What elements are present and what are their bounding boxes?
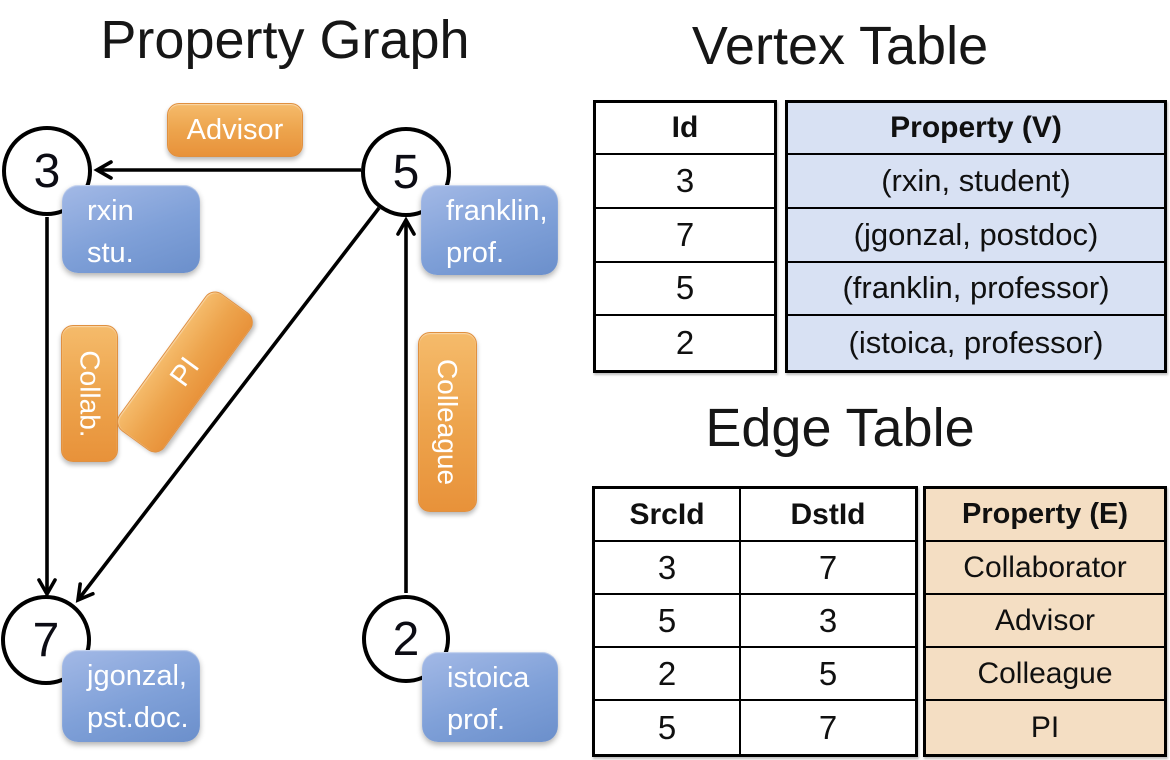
edge-table-cell: 2 bbox=[595, 648, 741, 701]
edge-table-cell: 5 bbox=[595, 595, 741, 648]
vertex-node-3: 3 bbox=[2, 126, 92, 216]
vertex-prop-box-2: istoica prof. bbox=[422, 652, 558, 742]
vertex-table-cell: (franklin, professor) bbox=[788, 263, 1164, 317]
edge-label-collab-text: Collab. bbox=[74, 349, 106, 438]
edge-label-pi: PI bbox=[112, 286, 258, 458]
vertex-prop-7-line1: jgonzal, bbox=[87, 660, 187, 692]
vertex-prop-2-line1: istoica bbox=[447, 662, 530, 694]
vertex-node-5-id: 5 bbox=[392, 145, 420, 199]
edge-table-cell: Advisor bbox=[926, 595, 1164, 648]
vertex-node-2-id: 2 bbox=[392, 612, 420, 666]
edge-table-cell: 7 bbox=[741, 542, 915, 595]
vertex-table-cell: (istoica, professor) bbox=[848, 325, 1104, 361]
vertex-table-cell: (rxin, student) bbox=[788, 155, 1164, 209]
diagram-title: Property Graph bbox=[100, 10, 470, 70]
edge-table-property-column: Property (E) Collaborator Advisor Collea… bbox=[923, 486, 1167, 757]
edge-table-cell: Colleague bbox=[926, 648, 1164, 701]
edge-table-cell: 3 bbox=[741, 595, 915, 648]
edge-label-pi-text: PI bbox=[163, 351, 206, 393]
vertex-table-header-property: Property (V) bbox=[788, 103, 1164, 155]
edge-table-header-property: Property (E) bbox=[926, 489, 1164, 542]
vertex-prop-3-line2: stu. bbox=[87, 237, 134, 269]
vertex-node-7-id: 7 bbox=[32, 613, 60, 667]
vertex-table-cell: 7 bbox=[596, 209, 774, 263]
vertex-table-cell: 5 bbox=[596, 263, 774, 317]
vertex-prop-3-line1: rxin bbox=[87, 195, 134, 227]
edge-label-colleague: Colleague bbox=[418, 332, 477, 512]
vertex-prop-5-line2: prof. bbox=[446, 237, 505, 269]
edge-table-cell: 3 bbox=[595, 542, 741, 595]
vertex-table-cell: 3 bbox=[596, 155, 774, 209]
vertex-prop-box-5: franklin, prof. bbox=[421, 185, 558, 275]
vertex-node-3-id: 3 bbox=[33, 144, 61, 198]
vertex-prop-box-3: rxin stu. bbox=[62, 185, 200, 273]
vertex-table-cell: (jgonzal, postdoc) bbox=[788, 209, 1164, 263]
vertex-prop-2-line2: prof. bbox=[447, 704, 506, 736]
vertex-table-title: Vertex Table bbox=[691, 16, 989, 76]
edge-table-cell: 5 bbox=[741, 648, 915, 701]
vertex-table-cell: 2 bbox=[675, 324, 695, 362]
edge-table-cell: 7 bbox=[818, 708, 838, 746]
vertex-prop-7-line2: pst.doc. bbox=[87, 702, 189, 734]
edge-table-header-srcid: SrcId bbox=[595, 489, 741, 542]
edge-table-cell: 5 bbox=[595, 701, 741, 754]
edge-table-id-columns: SrcId DstId 3 7 5 3 2 5 5 7 bbox=[592, 486, 918, 757]
edge-table-cell: PI bbox=[1030, 710, 1060, 744]
vertex-prop-box-7: jgonzal, pst.doc. bbox=[62, 650, 200, 742]
edge-table-cell: Collaborator bbox=[926, 542, 1164, 595]
edge-label-colleague-text: Colleague bbox=[432, 358, 464, 486]
edge-table-title: Edge Table bbox=[705, 398, 975, 458]
vertex-table-id-column: Id 3 7 5 2 bbox=[593, 100, 777, 373]
vertex-table-header-id: Id bbox=[596, 103, 774, 155]
edge-label-advisor-text: Advisor bbox=[186, 113, 284, 146]
edge-label-collab: Collab. bbox=[61, 325, 118, 462]
edge-label-advisor: Advisor bbox=[167, 103, 303, 157]
edge-table-header-dstid: DstId bbox=[741, 489, 915, 542]
vertex-table-property-column: Property (V) (rxin, student) (jgonzal, p… bbox=[785, 100, 1167, 373]
vertex-prop-5-line1: franklin, bbox=[446, 195, 548, 227]
